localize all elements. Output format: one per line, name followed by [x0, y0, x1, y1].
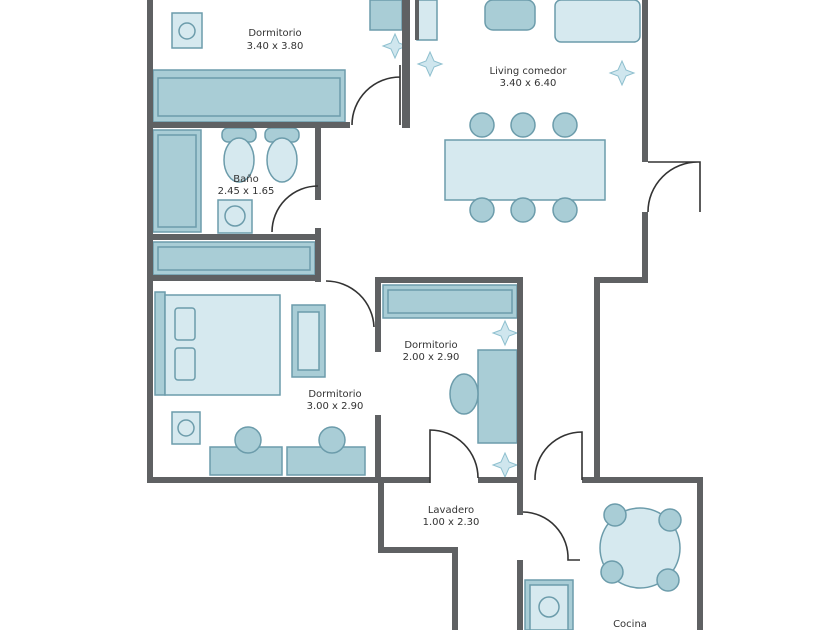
door-swing: [429, 429, 479, 483]
room-label-dormitorio-3: Dormitorio 3.00 x 2.90: [307, 389, 364, 412]
room-size: 3.40 x 6.40: [500, 78, 557, 89]
wall: [375, 277, 522, 283]
pillow: [174, 347, 196, 381]
wardrobe-inner: [157, 246, 311, 271]
wall: [147, 240, 153, 483]
wall: [594, 280, 600, 480]
sink-basin: [224, 205, 246, 227]
plant-icon: [491, 319, 519, 347]
room-name: Living comedor: [490, 66, 568, 77]
door-swing: [351, 65, 401, 126]
dining-chair: [469, 112, 495, 138]
plant-icon: [608, 59, 636, 87]
wall: [147, 0, 153, 125]
wall: [375, 415, 381, 483]
door-swing: [325, 280, 375, 328]
wall: [415, 0, 419, 40]
desk: [369, 0, 403, 31]
wall: [642, 0, 648, 162]
dining-chair: [510, 197, 536, 223]
kitchen-chair: [658, 508, 682, 532]
room-name: Dormitorio: [404, 340, 457, 351]
kitchen-chair: [600, 560, 624, 584]
room-name: Baño: [233, 174, 258, 185]
armchair: [484, 0, 536, 31]
chair: [318, 426, 346, 454]
headboard: [154, 291, 166, 396]
room-name: Lavadero: [428, 505, 474, 516]
dining-chair: [552, 197, 578, 223]
wall: [642, 212, 648, 283]
room-size: 2.45 x 1.65: [218, 186, 275, 197]
toilet: [266, 137, 298, 183]
wall: [517, 560, 523, 630]
kitchen-chair: [603, 503, 627, 527]
wall: [375, 283, 381, 352]
wall: [147, 125, 153, 240]
wall: [147, 275, 321, 281]
wall: [378, 483, 384, 552]
wall: [147, 234, 321, 240]
wall: [402, 0, 410, 128]
wall: [582, 477, 703, 483]
room-name: Dormitorio: [308, 389, 361, 400]
office-chair: [449, 373, 479, 415]
room-size: 1.00 x 2.30: [423, 517, 480, 528]
furniture-layer: [152, 0, 682, 630]
bidet: [223, 137, 255, 183]
door-swing: [534, 431, 583, 481]
door-swing: [647, 161, 701, 213]
wall: [378, 547, 458, 553]
sink-basin: [538, 596, 560, 618]
bathtub-inner: [157, 134, 197, 228]
lamp: [177, 419, 195, 437]
room-label-dormitorio-2: Dormitorio 2.00 x 2.90: [403, 340, 460, 363]
wall: [517, 483, 523, 515]
door-swing: [522, 511, 580, 561]
plant-icon: [416, 50, 444, 78]
wall: [452, 550, 458, 630]
room-size: 2.00 x 2.90: [403, 352, 460, 363]
doors-layer: [271, 65, 701, 561]
kitchen-chair: [656, 568, 680, 592]
lamp: [178, 22, 196, 40]
chair: [234, 426, 262, 454]
wardrobe-inner: [157, 77, 341, 117]
shelf: [416, 0, 438, 41]
wall: [315, 125, 321, 200]
wardrobe-inner: [387, 289, 513, 314]
room-size: 3.00 x 2.90: [307, 401, 364, 412]
dining-table: [444, 139, 606, 201]
sofa: [554, 0, 641, 43]
wall: [147, 122, 350, 128]
room-label-bano: Baño 2.45 x 1.65: [218, 174, 275, 197]
walls-layer: [147, 0, 703, 630]
room-label-dormitorio-1: Dormitorio 3.40 x 3.80: [247, 28, 304, 52]
dining-chair: [469, 197, 495, 223]
wall: [594, 277, 648, 283]
dining-chair: [552, 112, 578, 138]
room-size: 3.40 x 3.80: [247, 41, 304, 52]
wall: [478, 477, 522, 483]
wall: [517, 277, 523, 490]
room-label-cocina: Cocina: [613, 619, 647, 630]
room-label-lavadero: Lavadero 1.00 x 2.30: [423, 505, 480, 528]
desk: [477, 349, 518, 444]
room-name: Cocina: [613, 619, 647, 630]
door-swing: [271, 185, 319, 233]
wall: [147, 477, 430, 483]
wall: [697, 477, 703, 630]
dining-chair: [510, 112, 536, 138]
room-name: Dormitorio: [248, 28, 301, 39]
pillow: [174, 307, 196, 341]
room-label-living: Living comedor 3.40 x 6.40: [490, 66, 568, 89]
wall: [315, 228, 321, 282]
rug-inner: [297, 311, 320, 371]
plant-icon: [491, 451, 519, 479]
